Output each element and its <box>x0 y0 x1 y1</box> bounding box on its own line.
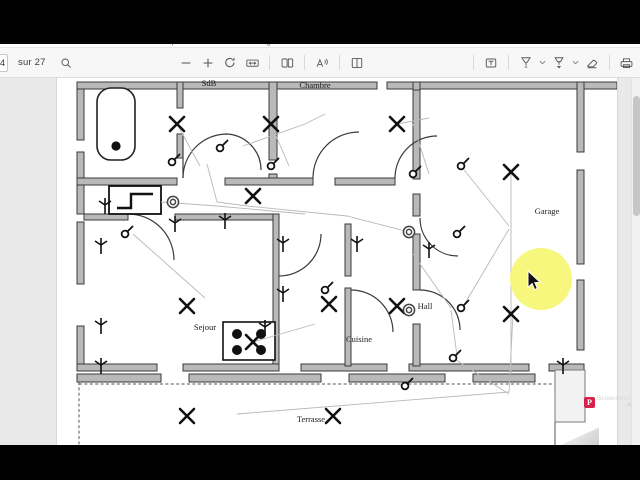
vertical-scrollbar[interactable] <box>631 78 640 445</box>
scrollbar-thumb[interactable] <box>633 96 640 216</box>
room-label-sdb: SdB <box>202 78 217 88</box>
watermark-line1: Screenpresso <box>596 395 637 402</box>
room-label-hall: Hall <box>418 301 433 311</box>
print-icon[interactable] <box>616 52 638 74</box>
room-label-sejour: Sejour <box>194 322 216 332</box>
rotate-icon[interactable] <box>219 52 241 74</box>
floor-plan-drawing: SdB Chambre Sejour Cuisine Hall Garage T… <box>57 78 617 445</box>
room-label-chambre: Chambre <box>299 80 330 90</box>
page-view-icon[interactable] <box>276 52 298 74</box>
toolbar-right-group <box>467 52 640 74</box>
browser-tab-title[interactable]: Cours Electricite Batiment .pdf - Profil… <box>75 44 275 46</box>
top-letterbox <box>0 0 640 44</box>
two-page-layout-icon[interactable] <box>346 52 368 74</box>
read-aloud-icon[interactable] <box>311 52 333 74</box>
toolbar-divider <box>339 55 341 70</box>
toolbar-divider <box>507 55 509 70</box>
toolbar-divider <box>304 55 306 70</box>
pdf-toolbar: 4 sur 27 <box>0 48 640 78</box>
chevron-down-icon[interactable] <box>570 52 581 74</box>
cursor-highlight-circle <box>510 248 572 310</box>
toolbar-divider <box>472 55 474 70</box>
chevron-down-icon[interactable] <box>537 52 548 74</box>
pen-icon[interactable] <box>548 52 570 74</box>
room-label-terrasse: Terrasse <box>297 414 325 424</box>
search-icon[interactable] <box>55 52 77 74</box>
toolbar-divider <box>269 55 271 70</box>
toolbar-left-group: 4 sur 27 <box>0 48 77 77</box>
pdf-page: SdB Chambre Sejour Cuisine Hall Garage T… <box>57 78 617 445</box>
highlighter-icon[interactable] <box>515 52 537 74</box>
pdf-viewer-canvas[interactable]: SdB Chambre Sejour Cuisine Hall Garage T… <box>0 78 640 445</box>
toolbar-center-group <box>175 52 368 74</box>
cooktop-symbol <box>222 321 276 361</box>
electrical-panel-symbol <box>108 185 162 215</box>
screenpresso-watermark: P Screenpresso .com <box>583 395 637 409</box>
toolbar-divider <box>608 55 610 70</box>
floor-plan-svg: SdB Chambre Sejour Cuisine Hall Garage T… <box>76 78 617 445</box>
mouse-pointer-icon <box>527 270 542 291</box>
screenpresso-logo-icon: P <box>583 396 595 408</box>
add-text-icon[interactable] <box>480 52 502 74</box>
eraser-icon[interactable] <box>581 52 603 74</box>
fit-page-icon[interactable] <box>241 52 263 74</box>
plus-icon[interactable] <box>197 52 219 74</box>
browser-tabstrip-sliver: Cours Electricite Batiment .pdf - Profil… <box>0 44 640 48</box>
socket-outlet-symbols <box>94 197 570 375</box>
page-total-label: sur 27 <box>18 57 46 68</box>
page-number-input[interactable]: 4 <box>0 53 8 72</box>
room-label-garage: Garage <box>535 206 560 216</box>
minus-icon[interactable] <box>175 52 197 74</box>
bottom-letterbox <box>0 445 640 480</box>
room-label-cuisine: Cuisine <box>346 334 372 344</box>
